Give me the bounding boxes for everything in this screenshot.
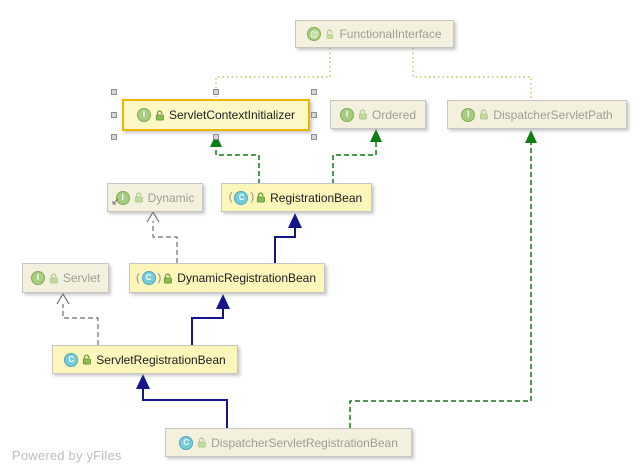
selection-handle-bottom-right[interactable] — [311, 134, 317, 140]
node-dispatcher-servlet-registration-bean[interactable]: C DispatcherServletRegistrationBean — [165, 428, 412, 457]
edge-dynamicregistrationbean-implements-dynamic[interactable] — [146, 210, 178, 263]
inner-interface-icon: I — [112, 190, 130, 205]
selection-handle-middle-right[interactable] — [311, 112, 317, 118]
node-label: Servlet — [62, 271, 101, 285]
selection-handle-bottom-middle[interactable] — [213, 134, 219, 140]
edge-dispatcherservletregistrationbean-extends-servletregistrationbean[interactable] — [136, 374, 228, 428]
selection-handle-top-right[interactable] — [311, 89, 317, 95]
node-label: FunctionalInterface — [339, 27, 442, 41]
selection-handle-bottom-left[interactable] — [111, 134, 117, 140]
edge-dynamicregistrationbean-extends-registrationbean[interactable] — [274, 213, 302, 263]
lock-icon — [155, 109, 165, 121]
interface-icon: I — [461, 107, 476, 122]
lock-icon — [256, 192, 266, 203]
interface-icon: I — [30, 271, 45, 285]
node-servlet-registration-bean[interactable]: C ServletRegistrationBean — [52, 345, 238, 374]
node-label: RegistrationBean — [270, 190, 363, 205]
lock-icon — [163, 272, 173, 284]
edge-dispatcherservletpath-annotated-with-functionalinterface[interactable] — [412, 48, 532, 100]
node-functional-interface[interactable]: @ FunctionalInterface — [295, 20, 454, 48]
abstract-class-icon: ( — [135, 271, 140, 284]
edge-dispatcherservletregistrationbean-implements-dispatcherservletpath[interactable] — [349, 130, 537, 428]
lock-icon — [49, 272, 59, 284]
class-icon: C — [179, 435, 194, 450]
node-registration-bean[interactable]: (C) RegistrationBean — [221, 183, 372, 212]
edge-servletregistrationbean-implements-servlet[interactable] — [56, 292, 99, 345]
abstract-class-icon: ( — [228, 191, 233, 203]
node-label: Ordered — [371, 107, 417, 122]
edge-registrationbean-implements-ordered[interactable] — [332, 129, 382, 184]
node-dynamic[interactable]: I Dynamic — [107, 183, 203, 212]
selection-handle-top-left[interactable] — [111, 89, 117, 95]
selection-handle-top-middle[interactable] — [213, 89, 219, 95]
inner-class-arrow-icon — [112, 194, 119, 208]
node-label: DynamicRegistrationBean — [177, 271, 317, 285]
lock-icon — [82, 354, 92, 365]
lock-icon — [197, 437, 207, 448]
interface-icon: I — [136, 108, 151, 122]
lock-icon — [325, 28, 335, 40]
lock-icon — [134, 192, 144, 203]
interface-icon: I — [339, 107, 354, 122]
edge-servletregistrationbean-extends-dynamicregistrationbean[interactable] — [191, 294, 230, 345]
node-servlet[interactable]: I Servlet — [22, 263, 109, 293]
node-label: ServletRegistrationBean — [96, 352, 226, 367]
node-dynamic-registration-bean[interactable]: (C) DynamicRegistrationBean — [129, 263, 325, 293]
node-label: DispatcherServletPath — [493, 107, 613, 122]
annotation-icon: @ — [307, 27, 322, 41]
yfiles-watermark: Powered by yFiles — [12, 448, 122, 463]
node-ordered[interactable]: I Ordered — [330, 100, 426, 129]
edge-registrationbean-implements-servletcontextinitializer[interactable] — [210, 134, 260, 184]
lock-icon — [358, 109, 368, 120]
node-dispatcher-servlet-path[interactable]: I DispatcherServletPath — [447, 100, 627, 129]
lock-icon — [479, 109, 489, 120]
node-servlet-context-initializer[interactable]: I ServletContextInitializer — [122, 99, 310, 131]
node-label: DispatcherServletRegistrationBean — [211, 435, 398, 450]
class-icon: C — [64, 352, 79, 367]
selection-handle-middle-left[interactable] — [111, 112, 117, 118]
node-label: ServletContextInitializer — [168, 108, 296, 122]
node-label: Dynamic — [147, 190, 195, 205]
